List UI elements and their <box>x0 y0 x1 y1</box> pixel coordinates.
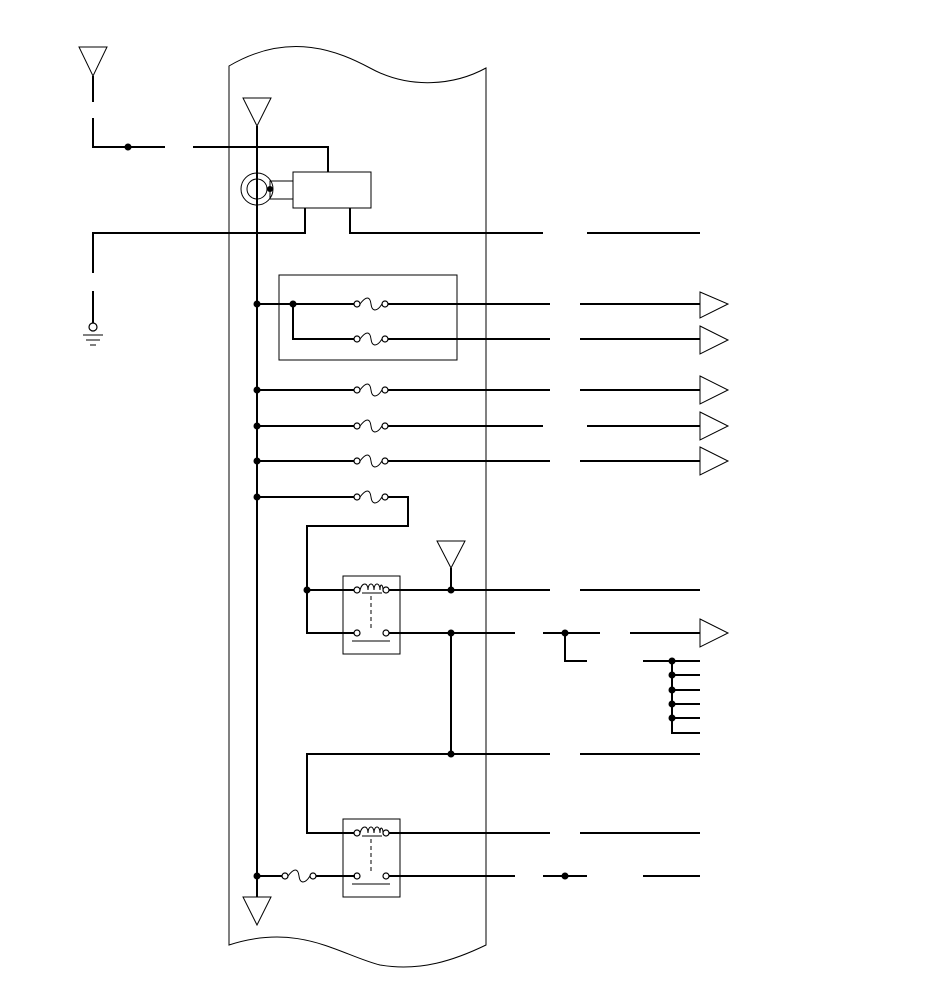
bus-junction-dot <box>253 493 261 501</box>
fuse-circuit-6 <box>257 490 409 634</box>
connector-arrow-icon <box>699 291 730 319</box>
branch-stack <box>643 657 700 734</box>
fuse-circuit-7 <box>257 869 355 883</box>
bus-junction-dot <box>253 457 261 465</box>
relay-link-dot <box>447 750 455 758</box>
fuse-icon <box>353 332 389 346</box>
fuse-circuit-1 <box>257 291 730 319</box>
fuse-icon <box>353 419 389 433</box>
main-feed-icon <box>242 97 272 128</box>
connector-arrow-icon <box>699 411 730 441</box>
fusible-link-block <box>240 171 372 209</box>
fuse-circuit-5 <box>257 446 730 476</box>
dual-fuse-group <box>278 274 458 361</box>
battery-junction-dot <box>124 143 132 151</box>
fuse-icon <box>353 490 389 504</box>
connector-arrow-icon <box>699 325 730 355</box>
connector-arrow-icon <box>699 375 730 405</box>
relay-switch-icon <box>352 872 390 885</box>
relay-2 <box>342 818 401 898</box>
relay-coil-icon <box>353 583 390 594</box>
ground-icon <box>83 322 103 346</box>
link-branch-wire <box>349 208 700 234</box>
relay-1 <box>342 575 401 655</box>
fuse-circuit-2 <box>289 300 730 355</box>
fuse-box-outline <box>228 46 487 968</box>
relay-coil-icon <box>353 826 390 837</box>
bus-junction-dot <box>253 386 261 394</box>
relay-switch-icon <box>352 629 390 642</box>
fuse-circuit-4 <box>257 411 730 441</box>
connector-arrow-icon <box>699 446 730 476</box>
bus-junction-dot <box>253 422 261 430</box>
fuse-icon <box>353 297 389 311</box>
fuse-icon <box>353 383 389 397</box>
bottom-feed-icon <box>242 896 272 927</box>
fuse-circuit-3 <box>257 375 730 405</box>
relay-feed-icon <box>436 540 466 590</box>
relay-1-branch-wire <box>564 633 587 662</box>
relay-link-wire <box>306 633 700 834</box>
connector-arrow-icon <box>699 618 730 648</box>
relay-2-switch-dot <box>561 872 569 880</box>
bus-junction-dot <box>253 300 261 308</box>
battery-wire <box>92 118 329 172</box>
link-output-wire <box>92 208 306 325</box>
relay-1-feed-dot <box>447 586 455 594</box>
fuse-icon <box>281 869 317 883</box>
fuse-icon <box>353 454 389 468</box>
battery-feed-icon <box>78 46 108 102</box>
